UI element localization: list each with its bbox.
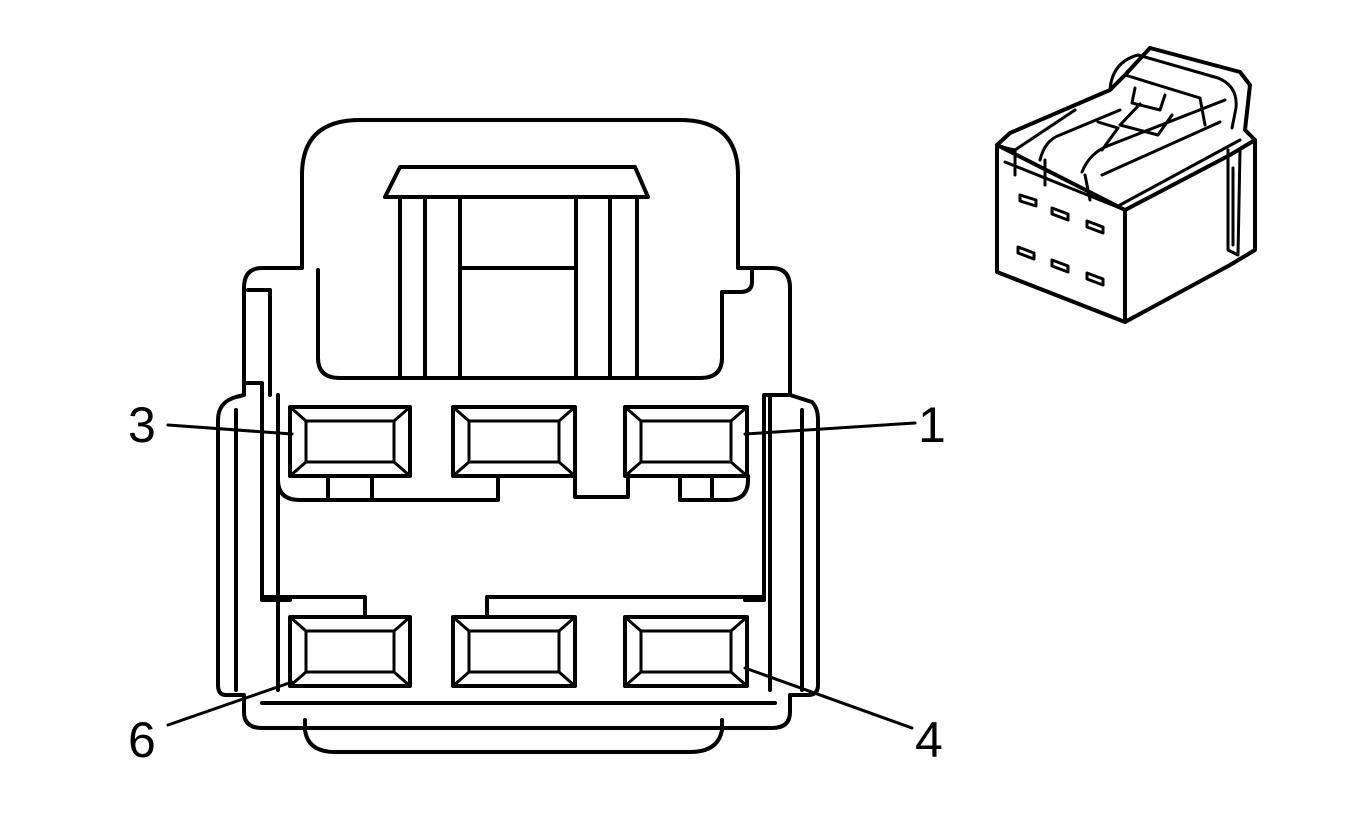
leader-pin-6 bbox=[166, 680, 294, 727]
inner-right-wall bbox=[743, 393, 792, 602]
iso-side-tab bbox=[1226, 148, 1242, 257]
pin-label-1: 1 bbox=[918, 397, 946, 453]
leader-pin-4 bbox=[743, 666, 914, 730]
leader-pin-3 bbox=[166, 423, 294, 436]
cavity-2 bbox=[451, 405, 577, 478]
pin-label-3: 3 bbox=[128, 397, 156, 453]
pin-label-4: 4 bbox=[915, 712, 943, 768]
iso-cavities bbox=[1016, 193, 1105, 287]
bottom-skirt bbox=[303, 718, 724, 754]
iso-latch bbox=[1096, 53, 1238, 152]
pin-labels: 3 1 6 4 bbox=[128, 397, 946, 768]
outer-body bbox=[216, 118, 820, 730]
latch bbox=[383, 165, 650, 380]
bottom-row-ledge bbox=[260, 595, 766, 617]
top-row-floor bbox=[276, 474, 750, 502]
iso-side-face bbox=[1123, 138, 1257, 324]
cavity-6 bbox=[288, 615, 412, 688]
leader-lines bbox=[166, 421, 917, 730]
cavity-3 bbox=[288, 405, 412, 478]
connector-face bbox=[216, 118, 820, 754]
cavity-1 bbox=[623, 405, 749, 478]
iso-channels bbox=[995, 98, 1242, 212]
inner-walls-verticals bbox=[276, 393, 772, 692]
connector-isometric-view bbox=[995, 46, 1257, 324]
cavity-5 bbox=[451, 615, 577, 688]
pin-label-6: 6 bbox=[128, 712, 156, 768]
upper-recess bbox=[246, 268, 754, 397]
cavity-4 bbox=[623, 615, 749, 688]
leader-pin-1 bbox=[743, 421, 917, 436]
iso-top bbox=[995, 46, 1257, 147]
